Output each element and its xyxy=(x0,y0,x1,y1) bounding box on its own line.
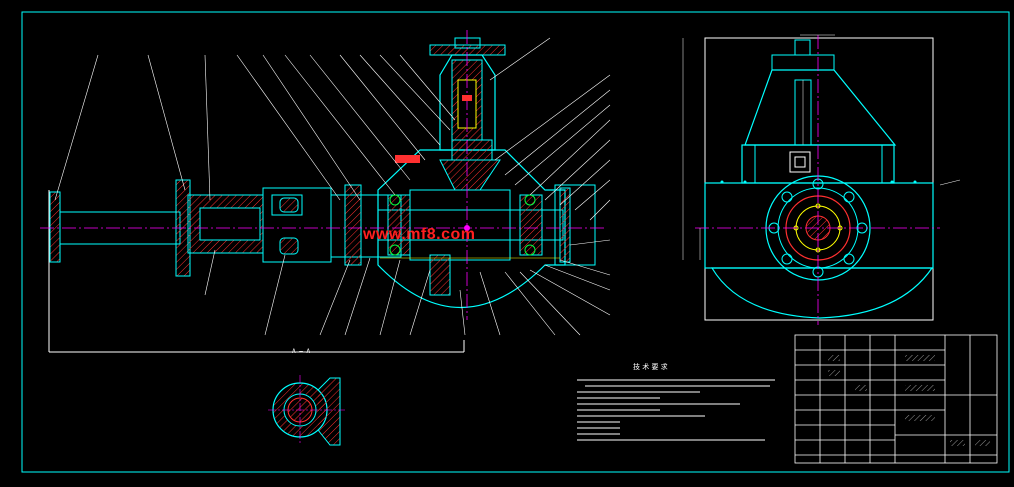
section-label: A — A xyxy=(292,348,311,355)
drawing-frame xyxy=(21,11,1010,473)
technical-requirements-title: 技 术 要 求 xyxy=(633,363,668,371)
leader-lines xyxy=(54,37,611,336)
main-section-view xyxy=(40,30,605,320)
technical-requirements-lines xyxy=(577,379,775,441)
end-view xyxy=(682,34,961,325)
title-block-fill xyxy=(828,355,990,446)
title-block xyxy=(794,334,998,464)
watermark: www.mf8.com xyxy=(363,226,476,243)
section-a-a-view xyxy=(268,375,345,446)
main-view-border xyxy=(48,190,465,353)
